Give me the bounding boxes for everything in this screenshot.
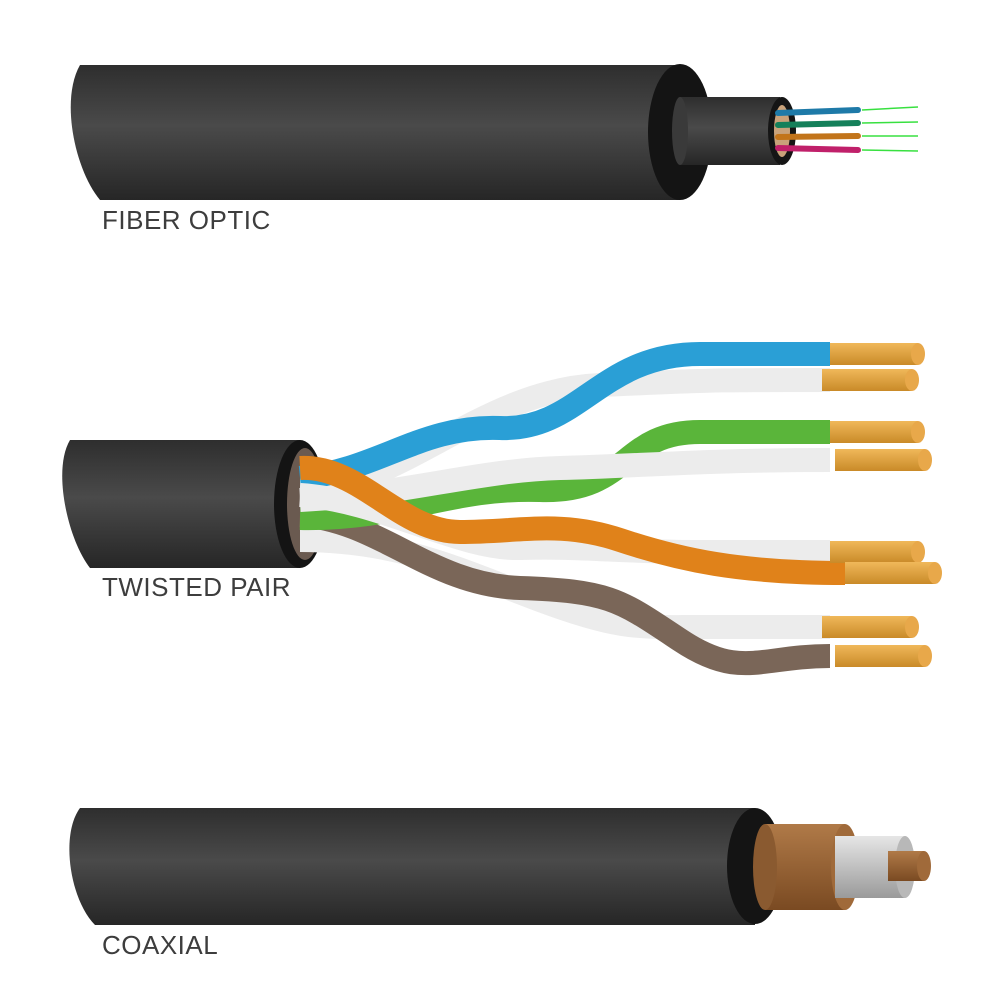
twisted-pair-label: TWISTED PAIR (102, 572, 291, 602)
wire-orange (299, 455, 846, 585)
coaxial-cable (69, 808, 931, 925)
fiber-strands (775, 107, 861, 153)
coaxial-label: COAXIAL (102, 930, 219, 960)
twisted-pair-cable (62, 342, 942, 676)
wire-blue (298, 342, 830, 490)
fiber-optic-cable (70, 64, 919, 200)
fiber-optic-label: FIBER OPTIC (102, 205, 271, 235)
wire-brown (298, 503, 831, 676)
fiber-light-lines (861, 106, 919, 152)
copper-conductors (822, 343, 942, 667)
